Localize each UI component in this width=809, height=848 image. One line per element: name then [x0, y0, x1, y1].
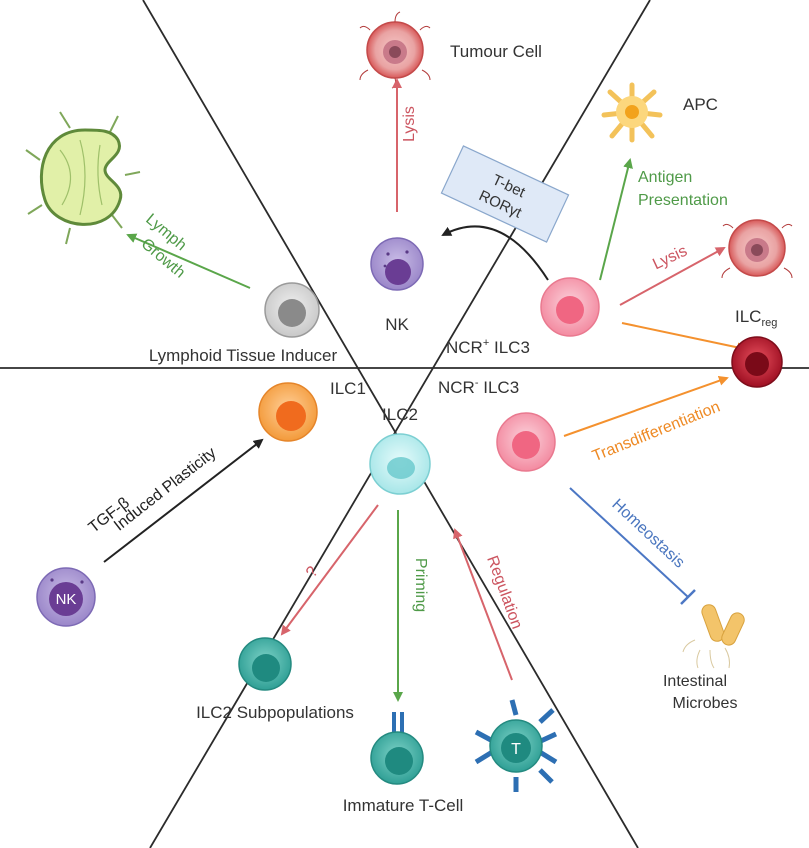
- intestinal-label-line1: Intestinal: [663, 673, 727, 690]
- ilc3-to-nk-arrow: [441, 225, 549, 281]
- ilc2-label: ILC2: [382, 405, 418, 424]
- apc-label: APC: [683, 95, 718, 114]
- antigen-presentation-arrow: [599, 158, 633, 281]
- ncr-minus-ilc3-cell: [496, 412, 556, 472]
- ilc2-subpopulations-label: ILC2 Subpopulations: [196, 703, 354, 722]
- homeostasis-inhibition-line: [569, 487, 689, 598]
- ilcreg-cell: [731, 336, 783, 388]
- lti-label: Lymphoid Tissue Inducer: [149, 346, 338, 365]
- ncr-plus-ilc3-cell: [540, 277, 600, 337]
- t-cell-text: T: [511, 741, 521, 758]
- antigen-label-line2: Presentation: [638, 192, 728, 209]
- ilc2-subpopulation-cell: [238, 637, 292, 691]
- ilcreg-label: ILCreg: [735, 307, 777, 329]
- priming-label: Priming: [412, 558, 429, 612]
- immature-t-cell: [370, 712, 424, 785]
- lysis-label-top: Lysis: [401, 106, 418, 142]
- ncr-plus-ilc3-label: NCR+ ILC3: [446, 337, 530, 357]
- homeostasis-inhibition-bar: [680, 589, 696, 605]
- ilc1-label: ILC1: [330, 379, 366, 398]
- apc-cell: [601, 82, 663, 143]
- divider-diagonal-b: [149, 0, 651, 848]
- divider-diagonal-a: [142, 0, 639, 848]
- lysis-arrow-right: [619, 247, 726, 306]
- tgf-plasticity-arrow: [103, 438, 264, 563]
- ilc3-to-ilcreg-arrow: [621, 322, 747, 353]
- tumour-cell-right: [721, 219, 793, 279]
- transdifferentiation-label: Transdifferentiation: [590, 398, 723, 465]
- lysis-label-right: Lysis: [650, 243, 690, 274]
- intestinal-label-line2: Microbes: [673, 695, 738, 712]
- transdifferentiation-arrow: [563, 375, 729, 437]
- nk-cell-upper: [370, 237, 424, 291]
- lti-cell: [264, 282, 320, 338]
- microbes-icon: [682, 604, 745, 669]
- nk-label: NK: [385, 315, 409, 334]
- t-cell: [474, 699, 558, 792]
- tumour-cell-label: Tumour Cell: [450, 42, 542, 61]
- tgf-label-line2: Induced Plasticity: [111, 444, 220, 534]
- ilc1-cell: [258, 382, 318, 442]
- regulation-arrow: [453, 528, 513, 681]
- nk-cell-text: NK: [56, 591, 77, 608]
- question-label: ?: [303, 563, 322, 581]
- lymph-node-icon: [25, 111, 141, 245]
- tumour-cell-top: [359, 11, 431, 89]
- immature-t-cell-label: Immature T-Cell: [343, 796, 464, 815]
- ncr-minus-ilc3-label: NCR- ILC3: [438, 377, 519, 397]
- antigen-label-line1: Antigen: [638, 169, 692, 186]
- ilc2-subpop-arrow: [280, 504, 379, 636]
- nk-cell-lower: [36, 567, 96, 627]
- ilc2-cell: [369, 433, 431, 495]
- lymph-growth-arrow: [126, 233, 251, 289]
